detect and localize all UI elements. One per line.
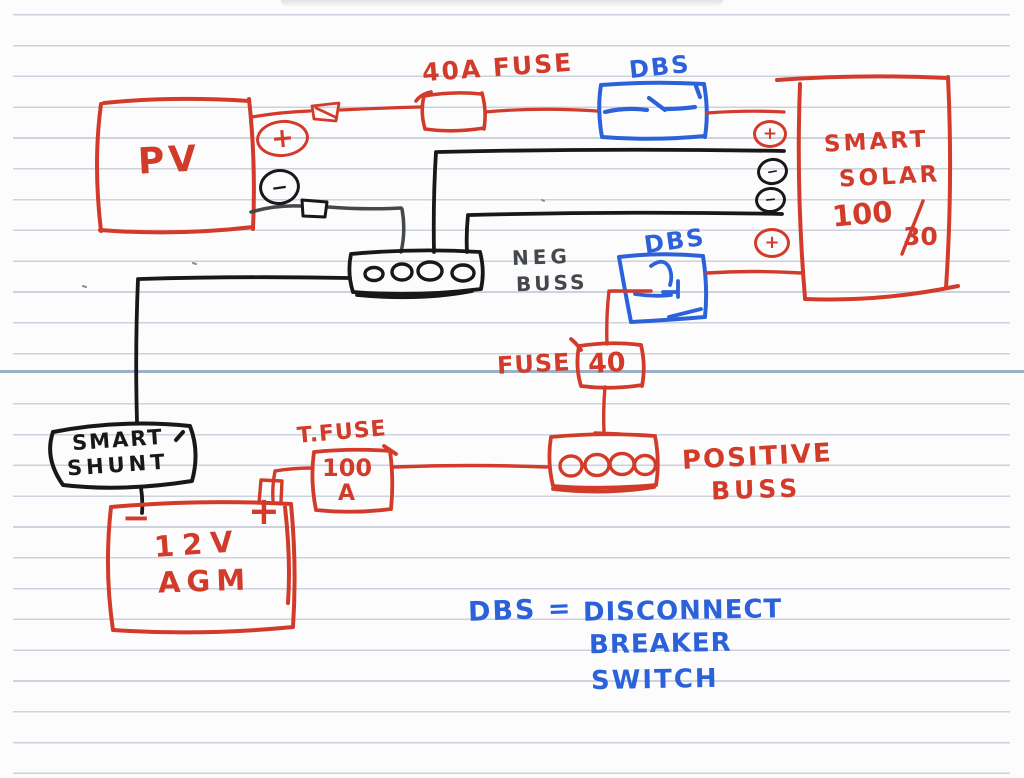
neg-buss-label-line2: BUSS <box>515 269 588 297</box>
pv-panel-box <box>95 96 256 235</box>
smart-shunt-box <box>48 421 198 490</box>
page-top-shadow <box>281 0 723 6</box>
wire-dbs1-to-controller <box>705 109 786 115</box>
t-fuse-box <box>310 444 398 514</box>
minus-symbol: − <box>765 162 780 181</box>
wire-buss-to-shunt <box>134 275 351 515</box>
legend-definition-line2: BREAKER <box>588 627 732 661</box>
smart-solar-name-line1: SMART <box>823 126 930 158</box>
smart-solar-box <box>775 74 960 302</box>
dbs-mid-box <box>617 252 709 324</box>
battery-label-line2: AGM <box>157 562 252 600</box>
pv-label: PV <box>136 138 202 183</box>
stray-marks <box>82 199 545 288</box>
battery-negative-mark: − <box>122 498 151 538</box>
t-fuse-value-line2: A <box>338 481 356 506</box>
smart-solar-rating-top: 100 <box>830 194 894 234</box>
battery-label-line1: 12V <box>152 524 242 564</box>
dbs-top-label: DBS <box>627 49 692 85</box>
controller-plus-top-terminal: + <box>753 120 787 148</box>
pv-positive-symbol: + <box>269 122 296 155</box>
fuse-40-value: 40 <box>587 347 627 380</box>
controller-plus-bottom-terminal: + <box>754 228 790 258</box>
legend-term: DBS = <box>467 593 573 628</box>
smart-solar-rating-bottom: 30 <box>903 222 938 251</box>
plus-symbol: + <box>762 123 778 144</box>
legend-definition-line3: SWITCH <box>590 663 719 697</box>
t-fuse-value-line1: 100 <box>322 454 373 482</box>
legend-definition-line1: DISCONNECT <box>582 594 783 628</box>
battery-positive-mark: + <box>248 489 280 533</box>
neg-buss-label-line1: NEG <box>511 243 572 271</box>
battery-box <box>105 500 297 635</box>
pv-negative-wire <box>249 198 406 254</box>
plus-symbol: + <box>764 232 780 253</box>
page-break-line <box>0 370 1024 373</box>
pv-positive-wire <box>250 101 423 123</box>
fuse-40a-box <box>414 90 487 133</box>
rating-slash <box>900 199 925 256</box>
fuse-40-label: FUSE <box>496 348 572 380</box>
wire-dbs2-connections <box>605 269 803 346</box>
wire-fuse-to-dbs1 <box>483 107 599 114</box>
negative-wires <box>431 147 786 254</box>
positive-buss-label-line1: POSITIVE <box>681 438 834 476</box>
positive-buss-label-line2: BUSS <box>710 473 802 506</box>
pv-negative-symbol: − <box>269 173 290 201</box>
positive-buss-box <box>547 432 660 494</box>
minus-symbol: − <box>763 191 778 209</box>
dbs-top-box <box>597 80 709 141</box>
wire-buss-to-tfuse <box>257 463 549 505</box>
neg-buss-box <box>347 248 485 300</box>
smart-solar-name-line2: SOLAR <box>838 161 941 193</box>
